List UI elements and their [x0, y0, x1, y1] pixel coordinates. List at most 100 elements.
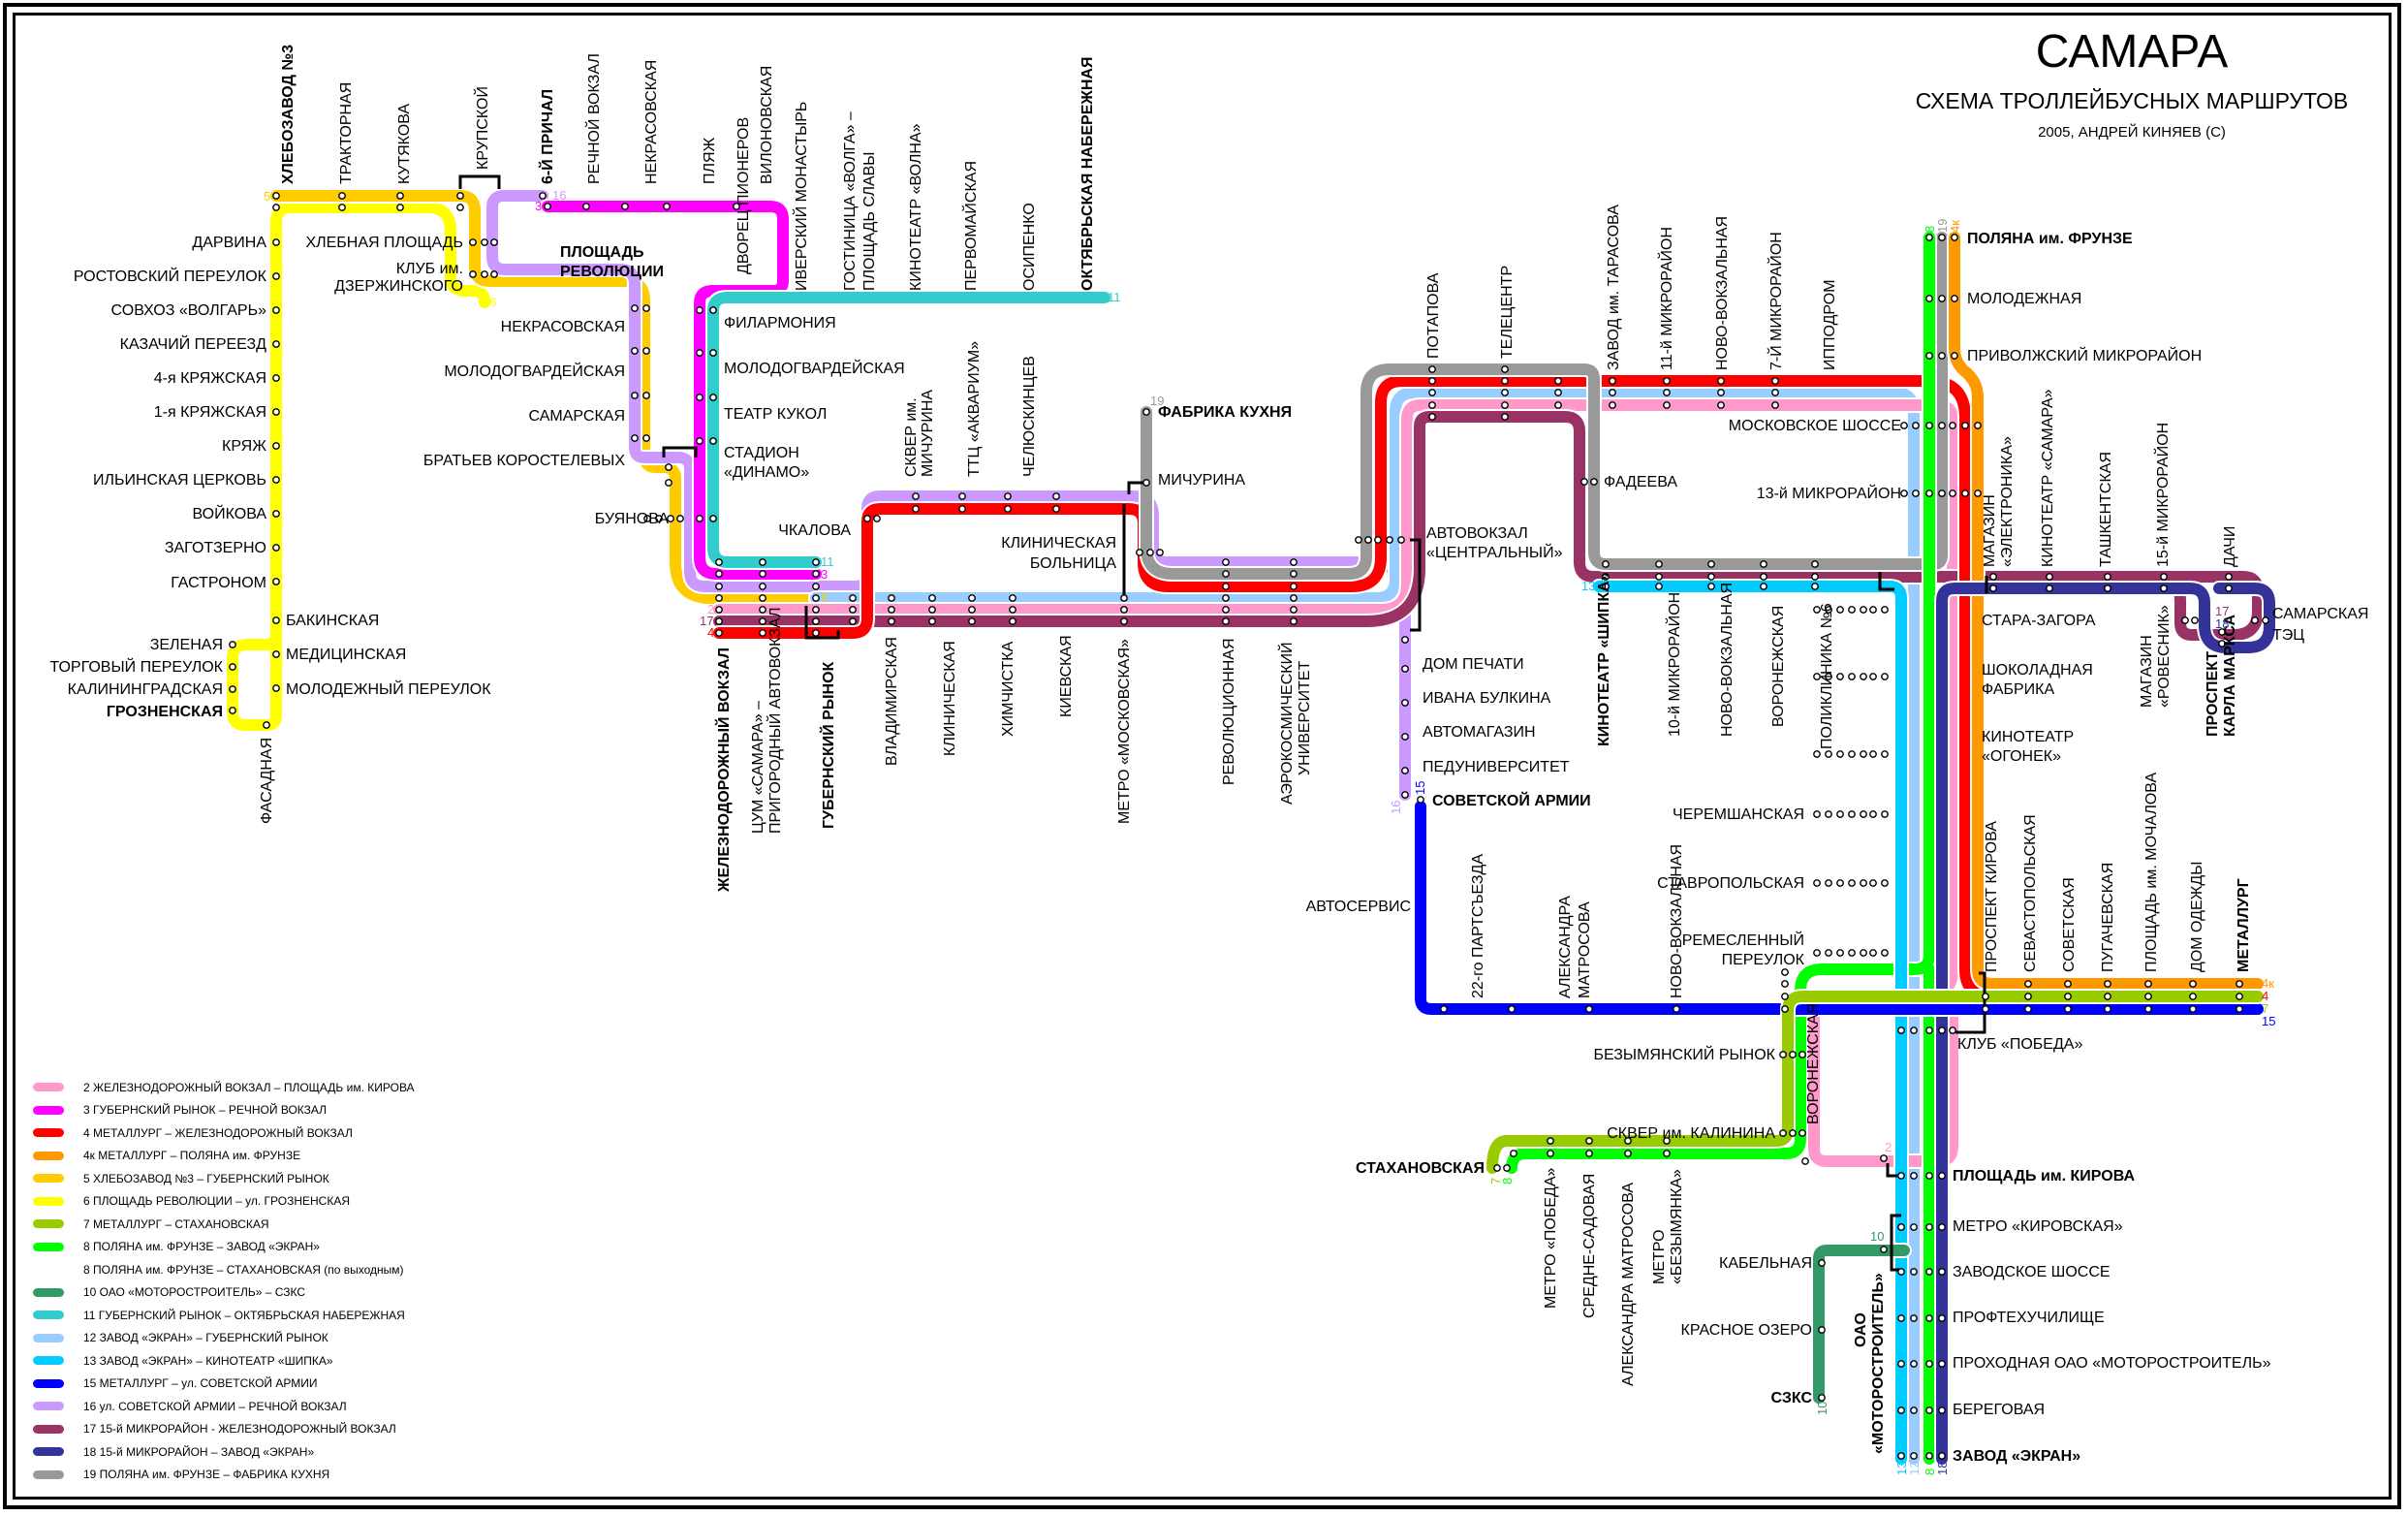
stop-marker[interactable] — [715, 583, 723, 590]
stop-marker[interactable] — [709, 306, 717, 314]
stop-marker[interactable] — [2104, 993, 2111, 1000]
stop-marker[interactable] — [1848, 949, 1856, 957]
stop-marker[interactable] — [1655, 573, 1663, 581]
stop-marker[interactable] — [1663, 389, 1671, 396]
stop-marker[interactable] — [1881, 810, 1889, 818]
stop-marker[interactable] — [733, 203, 740, 210]
stop-marker[interactable] — [1974, 490, 1982, 497]
stop-marker[interactable] — [1590, 478, 1598, 486]
stop-marker[interactable] — [1120, 594, 1128, 602]
stop-marker[interactable] — [1501, 389, 1509, 396]
stop-marker[interactable] — [1912, 490, 1920, 497]
stop-marker[interactable] — [1818, 1326, 1826, 1334]
stop-marker[interactable] — [272, 340, 280, 348]
stop-marker[interactable] — [1860, 879, 1867, 887]
stop-marker[interactable] — [1781, 1005, 1789, 1013]
stop-marker[interactable] — [1401, 791, 1409, 799]
stop-marker[interactable] — [1925, 295, 1933, 302]
stop-marker[interactable] — [1142, 408, 1150, 416]
stop-marker[interactable] — [1860, 606, 1867, 614]
stop-marker[interactable] — [1825, 949, 1832, 957]
stop-marker[interactable] — [1982, 1005, 1989, 1013]
stop-marker[interactable] — [812, 594, 820, 602]
stop-marker[interactable] — [272, 192, 280, 200]
stop-marker[interactable] — [1428, 377, 1436, 385]
stop-marker[interactable] — [1374, 536, 1382, 544]
stop-marker[interactable] — [1818, 1259, 1826, 1267]
stop-marker[interactable] — [812, 583, 820, 590]
stop-marker[interactable] — [1925, 1314, 1933, 1322]
stop-marker[interactable] — [338, 204, 346, 211]
stop-marker[interactable] — [1052, 492, 1060, 500]
stop-marker[interactable] — [396, 204, 404, 211]
stop-marker[interactable] — [2064, 1005, 2072, 1013]
stop-marker[interactable] — [1836, 879, 1844, 887]
stop-marker[interactable] — [1501, 401, 1509, 409]
stop-marker[interactable] — [642, 434, 650, 442]
stop-marker[interactable] — [272, 510, 280, 518]
stop-marker[interactable] — [1836, 949, 1844, 957]
stop-marker[interactable] — [1417, 796, 1424, 804]
stop-marker[interactable] — [263, 721, 270, 729]
stop-marker[interactable] — [1501, 413, 1509, 421]
stop-marker[interactable] — [1554, 377, 1562, 385]
stop-marker[interactable] — [1501, 365, 1509, 373]
stop-marker[interactable] — [1848, 810, 1856, 818]
stop-marker[interactable] — [696, 437, 704, 445]
stop-marker[interactable] — [1771, 401, 1779, 409]
stop-marker[interactable] — [1609, 401, 1616, 409]
stop-marker[interactable] — [928, 617, 936, 625]
stop-marker[interactable] — [338, 192, 346, 200]
stop-marker[interactable] — [912, 505, 920, 513]
stop-marker[interactable] — [759, 606, 766, 614]
stop-marker[interactable] — [1004, 505, 1012, 513]
stop-marker[interactable] — [888, 594, 895, 602]
stop-marker[interactable] — [1771, 377, 1779, 385]
stop-marker[interactable] — [1811, 573, 1819, 581]
stop-marker[interactable] — [1813, 810, 1821, 818]
stop-marker[interactable] — [1881, 750, 1889, 758]
stop-marker[interactable] — [272, 650, 280, 658]
stop-marker[interactable] — [1836, 810, 1844, 818]
stop-marker[interactable] — [2218, 628, 2226, 636]
stop-marker[interactable] — [1925, 1452, 1933, 1460]
stop-marker[interactable] — [2160, 573, 2168, 581]
stop-marker[interactable] — [2218, 640, 2226, 647]
stop-marker[interactable] — [1910, 1223, 1918, 1231]
stop-marker[interactable] — [1938, 422, 1946, 429]
stop-marker[interactable] — [229, 641, 236, 648]
stop-marker[interactable] — [1781, 968, 1789, 976]
stop-marker[interactable] — [715, 606, 723, 614]
stop-marker[interactable] — [812, 570, 820, 578]
stop-marker[interactable] — [1900, 422, 1908, 429]
stop-marker[interactable] — [1811, 583, 1819, 590]
stop-marker[interactable] — [1938, 1452, 1946, 1460]
stop-marker[interactable] — [2104, 1005, 2111, 1013]
stop-marker[interactable] — [1961, 490, 1969, 497]
stop-marker[interactable] — [490, 270, 498, 278]
stop-marker[interactable] — [759, 570, 766, 578]
stop-marker[interactable] — [1510, 1150, 1517, 1157]
stop-marker[interactable] — [1290, 583, 1298, 590]
stop-marker[interactable] — [2104, 573, 2111, 581]
stop-marker[interactable] — [2104, 980, 2111, 988]
stop-marker[interactable] — [1881, 949, 1889, 957]
stop-marker[interactable] — [272, 442, 280, 450]
stop-marker[interactable] — [1813, 606, 1821, 614]
stop-marker[interactable] — [1760, 583, 1767, 590]
stop-marker[interactable] — [1585, 1005, 1593, 1013]
stop-marker[interactable] — [812, 558, 820, 566]
stop-marker[interactable] — [1222, 583, 1230, 590]
stop-marker[interactable] — [1951, 234, 1958, 241]
stop-marker[interactable] — [2262, 616, 2269, 624]
stop-marker[interactable] — [1798, 1129, 1806, 1137]
stop-marker[interactable] — [1848, 750, 1856, 758]
stop-marker[interactable] — [1503, 1164, 1511, 1172]
stop-marker[interactable] — [665, 463, 672, 471]
stop-marker[interactable] — [1585, 1137, 1593, 1145]
stop-marker[interactable] — [1789, 1051, 1797, 1058]
stop-marker[interactable] — [1663, 1150, 1671, 1157]
stop-marker[interactable] — [2236, 993, 2243, 1000]
stop-marker[interactable] — [696, 515, 704, 522]
stop-marker[interactable] — [1554, 401, 1562, 409]
